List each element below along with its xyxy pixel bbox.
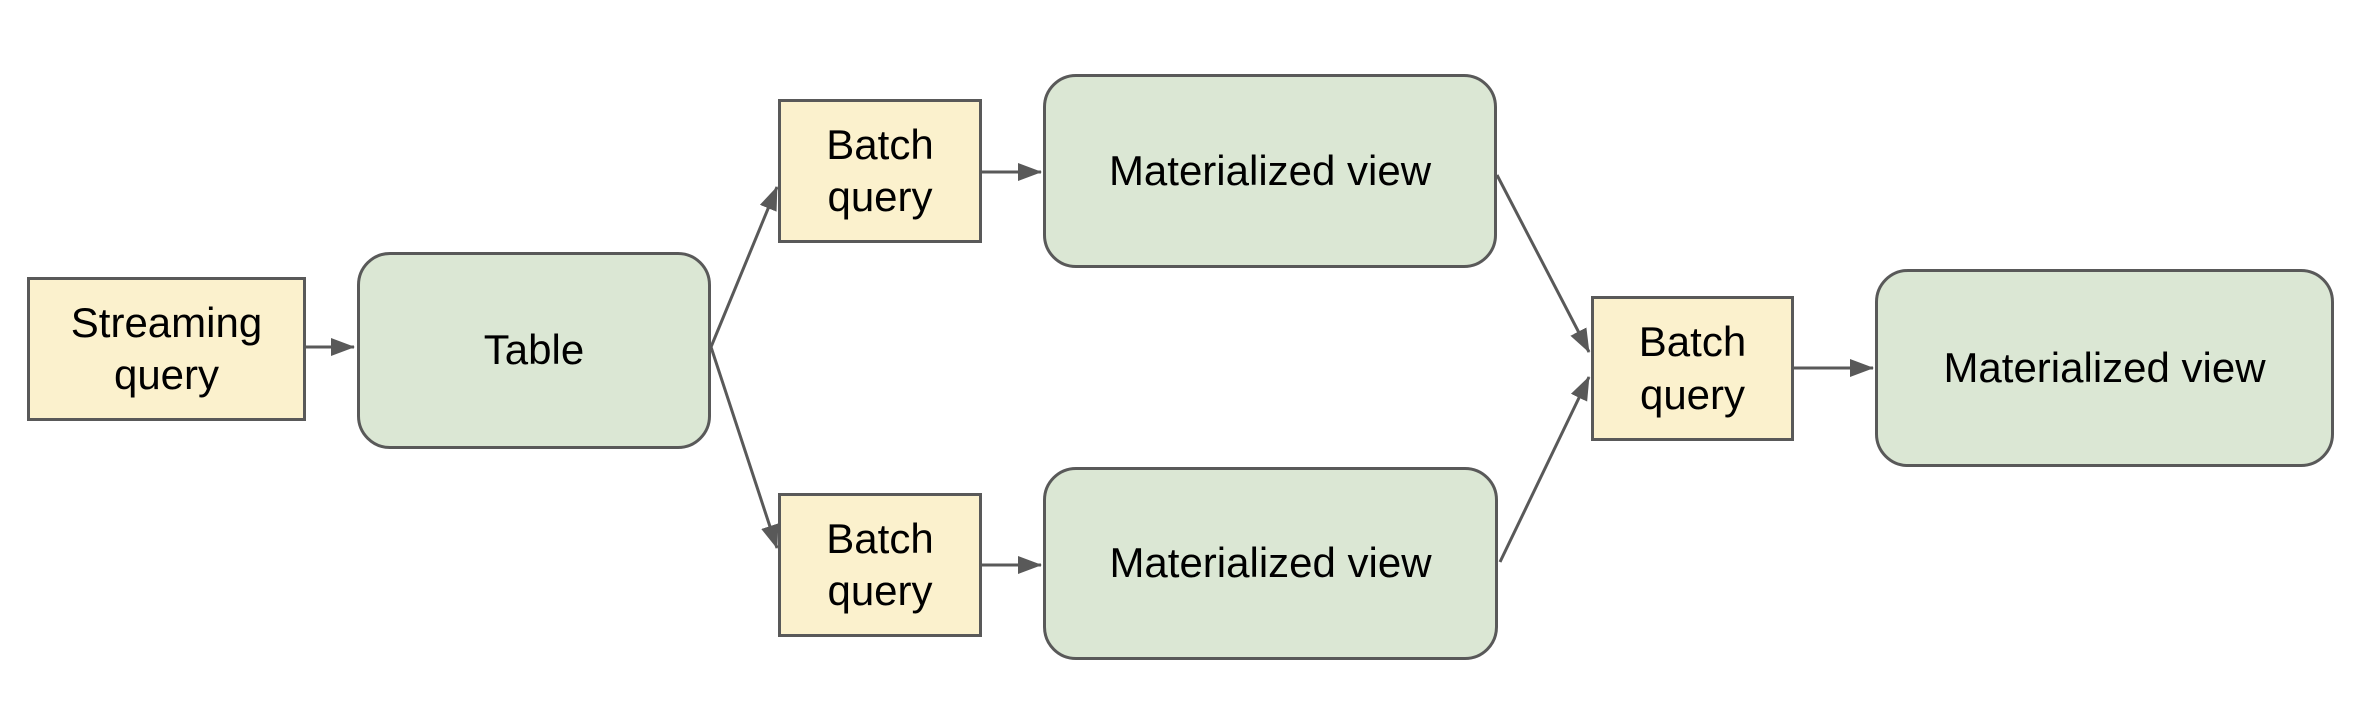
node-label: Table xyxy=(483,326,585,374)
node-streaming-query: Streaming query xyxy=(27,277,306,421)
node-label: Materialized view xyxy=(1943,343,2266,391)
node-label: Streaming query xyxy=(70,298,263,398)
edge-mv-top-to-batch-query-join xyxy=(1495,174,1591,353)
edge-table-to-batch-query-bottom xyxy=(709,346,779,549)
node-materialized-view-bottom: Materialized view xyxy=(1043,467,1498,660)
node-materialized-view-final: Materialized view xyxy=(1875,269,2334,467)
node-label: Materialized view xyxy=(1108,146,1432,194)
node-table: Table xyxy=(357,252,711,449)
edge-table-to-batch-query-top xyxy=(709,186,779,348)
node-label: Materialized view xyxy=(1109,539,1432,587)
node-label: Batch query xyxy=(1638,318,1747,418)
node-batch-query-bottom: Batch query xyxy=(778,493,982,637)
node-batch-query-top: Batch query xyxy=(778,99,982,243)
node-label: Batch query xyxy=(826,514,934,614)
node-label: Batch query xyxy=(826,120,934,220)
edge-mv-bottom-to-batch-query-join xyxy=(1498,376,1591,563)
node-batch-query-join: Batch query xyxy=(1591,296,1794,441)
node-materialized-view-top: Materialized view xyxy=(1043,74,1497,268)
